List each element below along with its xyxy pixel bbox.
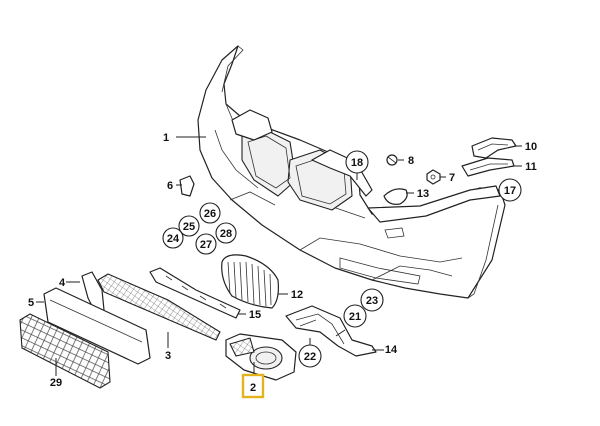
fog-lamp-grille-2[interactable]	[225, 333, 297, 381]
callout-11[interactable]: 11	[525, 161, 537, 173]
callout-13[interactable]: 13	[417, 188, 429, 200]
callout-28[interactable]: 28	[220, 228, 232, 240]
callout-6[interactable]: 6	[167, 180, 173, 192]
callout-4[interactable]: 4	[59, 277, 66, 289]
callout-7[interactable]: 7	[449, 172, 455, 184]
callout-2[interactable]: 2	[250, 382, 256, 394]
callout-12[interactable]: 12	[291, 289, 303, 301]
callout-27[interactable]: 27	[200, 239, 212, 251]
kidney-grille-12[interactable]	[221, 254, 279, 309]
callout-8[interactable]: 8	[408, 155, 414, 167]
callout-circle-22[interactable]	[298, 344, 322, 368]
callout-circle-25[interactable]	[178, 215, 200, 237]
clip-6[interactable]	[179, 175, 195, 197]
selected-part-highlight	[241, 373, 265, 399]
callout-10[interactable]: 10	[525, 141, 537, 153]
plate-holder-29[interactable]	[19, 313, 111, 389]
callout-circle-23[interactable]	[360, 288, 384, 312]
callout-3[interactable]: 3	[165, 350, 171, 362]
callout-17[interactable]: 17	[504, 185, 516, 197]
lower-grille-3[interactable]	[97, 273, 221, 341]
callout-circle-26[interactable]	[199, 202, 221, 224]
upper-bracket[interactable]	[231, 109, 373, 197]
callout-circle-27[interactable]	[195, 233, 217, 255]
callout-circle-17[interactable]	[498, 178, 522, 202]
callout-circle-18[interactable]	[345, 150, 369, 174]
callout-1[interactable]: 1	[163, 132, 169, 144]
callout-29[interactable]: 29	[50, 377, 62, 389]
callout-15[interactable]: 15	[249, 309, 261, 321]
bracket-11[interactable]	[461, 157, 515, 177]
clip-8[interactable]	[386, 154, 398, 166]
callout-22[interactable]: 22	[304, 351, 316, 363]
callout-18[interactable]: 18	[351, 157, 363, 169]
nut-7[interactable]	[426, 169, 441, 185]
callout-5[interactable]: 5	[28, 297, 34, 309]
callout-14[interactable]: 14	[385, 344, 398, 356]
callout-circle-21[interactable]	[343, 304, 367, 328]
callout-circle-28[interactable]	[215, 222, 237, 244]
cover-cap-13[interactable]	[383, 188, 408, 205]
air-duct-14[interactable]	[285, 305, 377, 357]
plate-base-5[interactable]	[43, 287, 151, 365]
callout-24[interactable]: 24	[167, 233, 180, 245]
callout-23[interactable]: 23	[366, 295, 378, 307]
bracket-10[interactable]	[471, 137, 517, 159]
callout-21[interactable]: 21	[349, 311, 361, 323]
callout-26[interactable]: 26	[204, 208, 216, 220]
callout-circle-24[interactable]	[162, 227, 184, 249]
callout-25[interactable]: 25	[183, 221, 195, 233]
callouts: 1 6 18 8 13 7 10 11 17 26 25 28 24 27 12…	[28, 132, 537, 399]
